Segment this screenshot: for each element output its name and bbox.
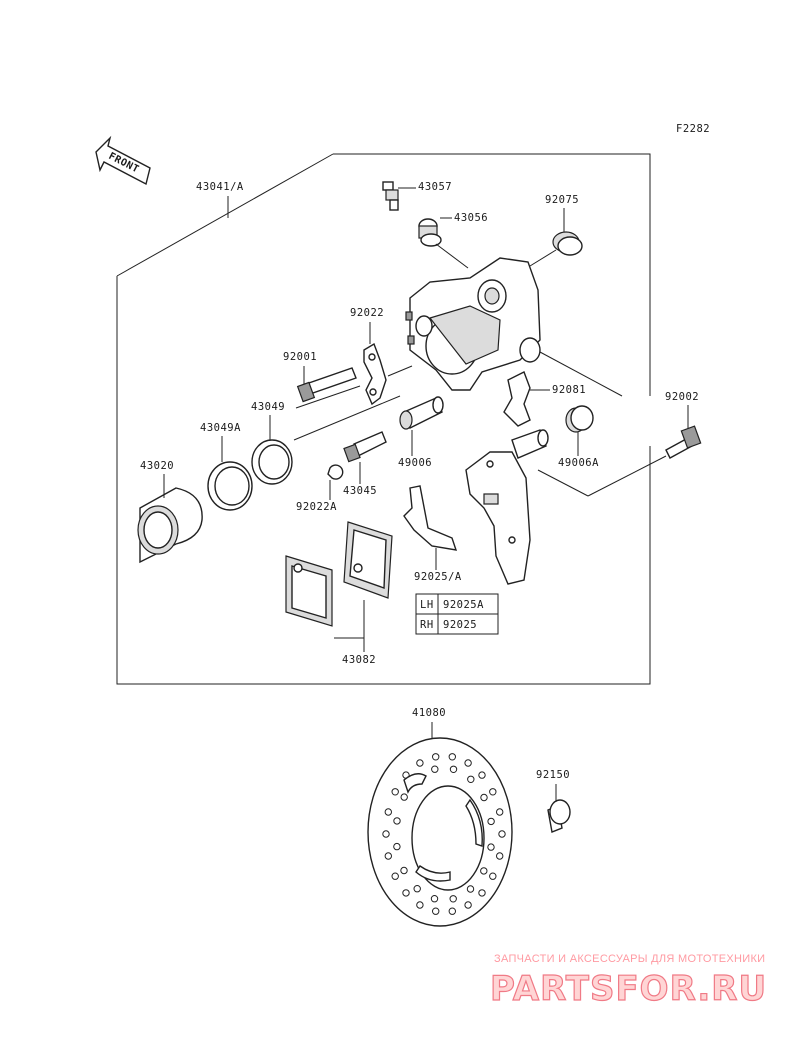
bleeder-valve — [382, 181, 399, 211]
bracket — [465, 429, 549, 585]
disc-hole — [432, 907, 440, 915]
label-boot-pin: 49006 — [398, 457, 432, 469]
disc-hole — [466, 885, 475, 893]
variant-part-rh: 92025 — [443, 619, 477, 631]
label-disc-bolt: 92150 — [536, 769, 570, 781]
disc-hole — [402, 889, 410, 897]
disc-hole — [432, 753, 440, 761]
disc-hole — [431, 765, 439, 773]
disc-hole — [496, 808, 504, 816]
disc-hole — [464, 759, 472, 767]
disc-hole — [384, 808, 392, 816]
disc-hole — [496, 852, 504, 860]
disc-hole — [498, 830, 506, 838]
disc-hole — [449, 765, 458, 773]
disc-hole — [489, 788, 497, 796]
label-pad-spring: 92022 — [350, 307, 384, 319]
disc-hole — [382, 830, 390, 838]
dust-seal — [207, 461, 253, 511]
disc-hole — [448, 753, 456, 761]
spring-clip — [503, 371, 531, 427]
disc-hole — [487, 817, 495, 826]
disc-hole — [478, 771, 486, 779]
watermark-subtitle: ЗАПЧАСТИ И АКСЕССУАРЫ ДЛЯ МОТОТЕХНИКИ — [494, 953, 765, 965]
watermark-brand: PARTSFOR.RU — [490, 969, 767, 1009]
front-arrow-icon: FRONT — [95, 135, 151, 186]
label-boot-top: 92075 — [545, 194, 579, 206]
disc-hole — [393, 817, 401, 825]
label-mount-bolt: 92002 — [665, 391, 699, 403]
disc-hole — [487, 843, 495, 851]
disc-hole — [393, 842, 401, 851]
piston — [137, 487, 203, 564]
disc-hole — [384, 852, 392, 860]
label-piston-seal: 43049 — [251, 401, 285, 413]
boot-top — [552, 231, 583, 256]
label-spring-clip: 92081 — [552, 384, 586, 396]
disc-hole — [464, 901, 472, 909]
disc-hole — [391, 788, 399, 796]
label-pin: 43045 — [343, 485, 377, 497]
label-brake-pads: 43082 — [342, 654, 376, 666]
watermark: ЗАПЧАСТИ И АКСЕССУАРЫ ДЛЯ МОТОТЕХНИКИ PA… — [489, 953, 767, 1010]
variant-side-lh: LH — [420, 599, 434, 611]
label-bleeder-valve: 43057 — [418, 181, 452, 193]
variant-part-lh: 92025A — [443, 599, 484, 611]
disc-bolt — [547, 799, 571, 833]
caliper-assembly-frame — [116, 153, 651, 685]
bracket-spring — [403, 485, 458, 551]
disc-hole — [416, 901, 424, 909]
disc-hole — [448, 907, 456, 915]
disc-hole — [467, 775, 475, 783]
label-bleeder-cap: 43056 — [454, 212, 488, 224]
disc-hole — [416, 759, 424, 767]
pad-spring — [363, 342, 387, 406]
label-bolt: 92001 — [283, 351, 317, 363]
bleeder-cap — [418, 218, 442, 247]
label-dust-seal: 43049A — [200, 422, 241, 434]
disc-hole — [391, 872, 399, 880]
disc-hole — [480, 793, 488, 802]
disc-hole — [489, 872, 497, 880]
label-piston: 43020 — [140, 460, 174, 472]
circlip — [327, 464, 344, 480]
disc-hole — [400, 793, 408, 801]
label-circlip: 92022A — [296, 501, 337, 513]
piston-seal — [251, 439, 293, 485]
label-bracket-spring: 92025/A — [414, 571, 462, 583]
label-disc: 41080 — [412, 707, 446, 719]
label-boot-lower: 49006A — [558, 457, 599, 469]
disc-hole — [413, 885, 421, 893]
caliper-body — [405, 257, 541, 391]
disc-hole — [430, 895, 439, 903]
figure-code: F2282 — [676, 123, 710, 135]
brake-pads — [285, 521, 393, 627]
bolt — [296, 367, 357, 403]
disc-hole — [480, 867, 488, 875]
variant-side-rh: RH — [420, 619, 434, 631]
mount-bolt — [665, 425, 702, 459]
disc-hole — [400, 866, 408, 875]
boot-pin — [399, 396, 444, 430]
pin — [343, 431, 387, 463]
disc-hole — [478, 889, 486, 897]
disc-hole — [449, 895, 457, 903]
boot-lower — [565, 405, 594, 433]
variant-table: LH 92025A RH 92025 — [415, 593, 499, 635]
label-caliper-assembly: 43041/A — [196, 181, 244, 193]
brake-disc — [367, 737, 513, 927]
